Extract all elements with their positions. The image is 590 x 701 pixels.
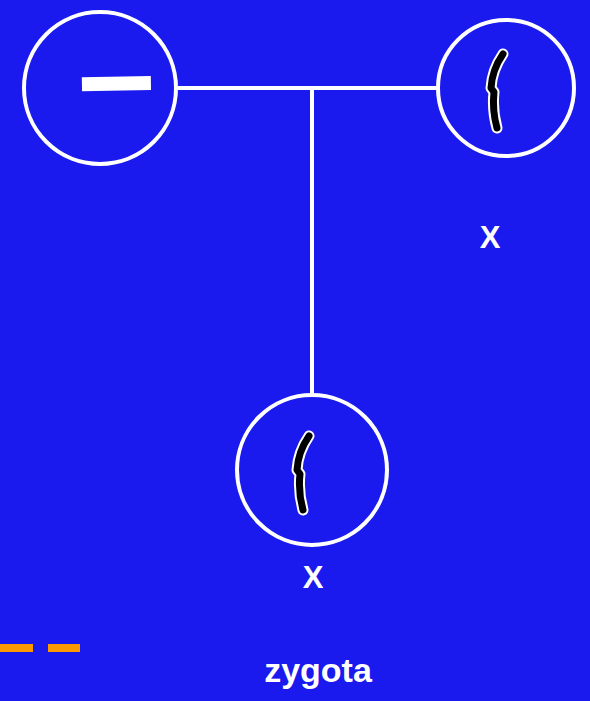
- circle-border: [237, 395, 387, 545]
- orange-dash: [48, 644, 80, 652]
- chromosome-label: X: [420, 221, 560, 255]
- caption-label: zygota: [208, 650, 428, 690]
- circle-border: [24, 12, 176, 164]
- cell-circle: X: [436, 18, 576, 158]
- chromosome-label: X: [236, 561, 390, 595]
- label-holder: zygota: [208, 650, 428, 690]
- circle-outline: [436, 18, 576, 158]
- chromosome-outline: [297, 436, 309, 510]
- circle-border: [438, 20, 574, 156]
- chromosome-outline: [491, 54, 503, 128]
- chromosome-x: [491, 54, 503, 128]
- chromosome-x: [297, 436, 309, 510]
- chromosome-bar: [82, 76, 151, 91]
- cell-circle: [22, 10, 178, 166]
- cell-circle: X: [235, 393, 389, 547]
- orange-dash: [0, 644, 33, 652]
- circle-outline: [235, 393, 389, 547]
- cross-line: [178, 88, 312, 393]
- circle-outline: [22, 10, 178, 166]
- cross-line: [312, 88, 436, 393]
